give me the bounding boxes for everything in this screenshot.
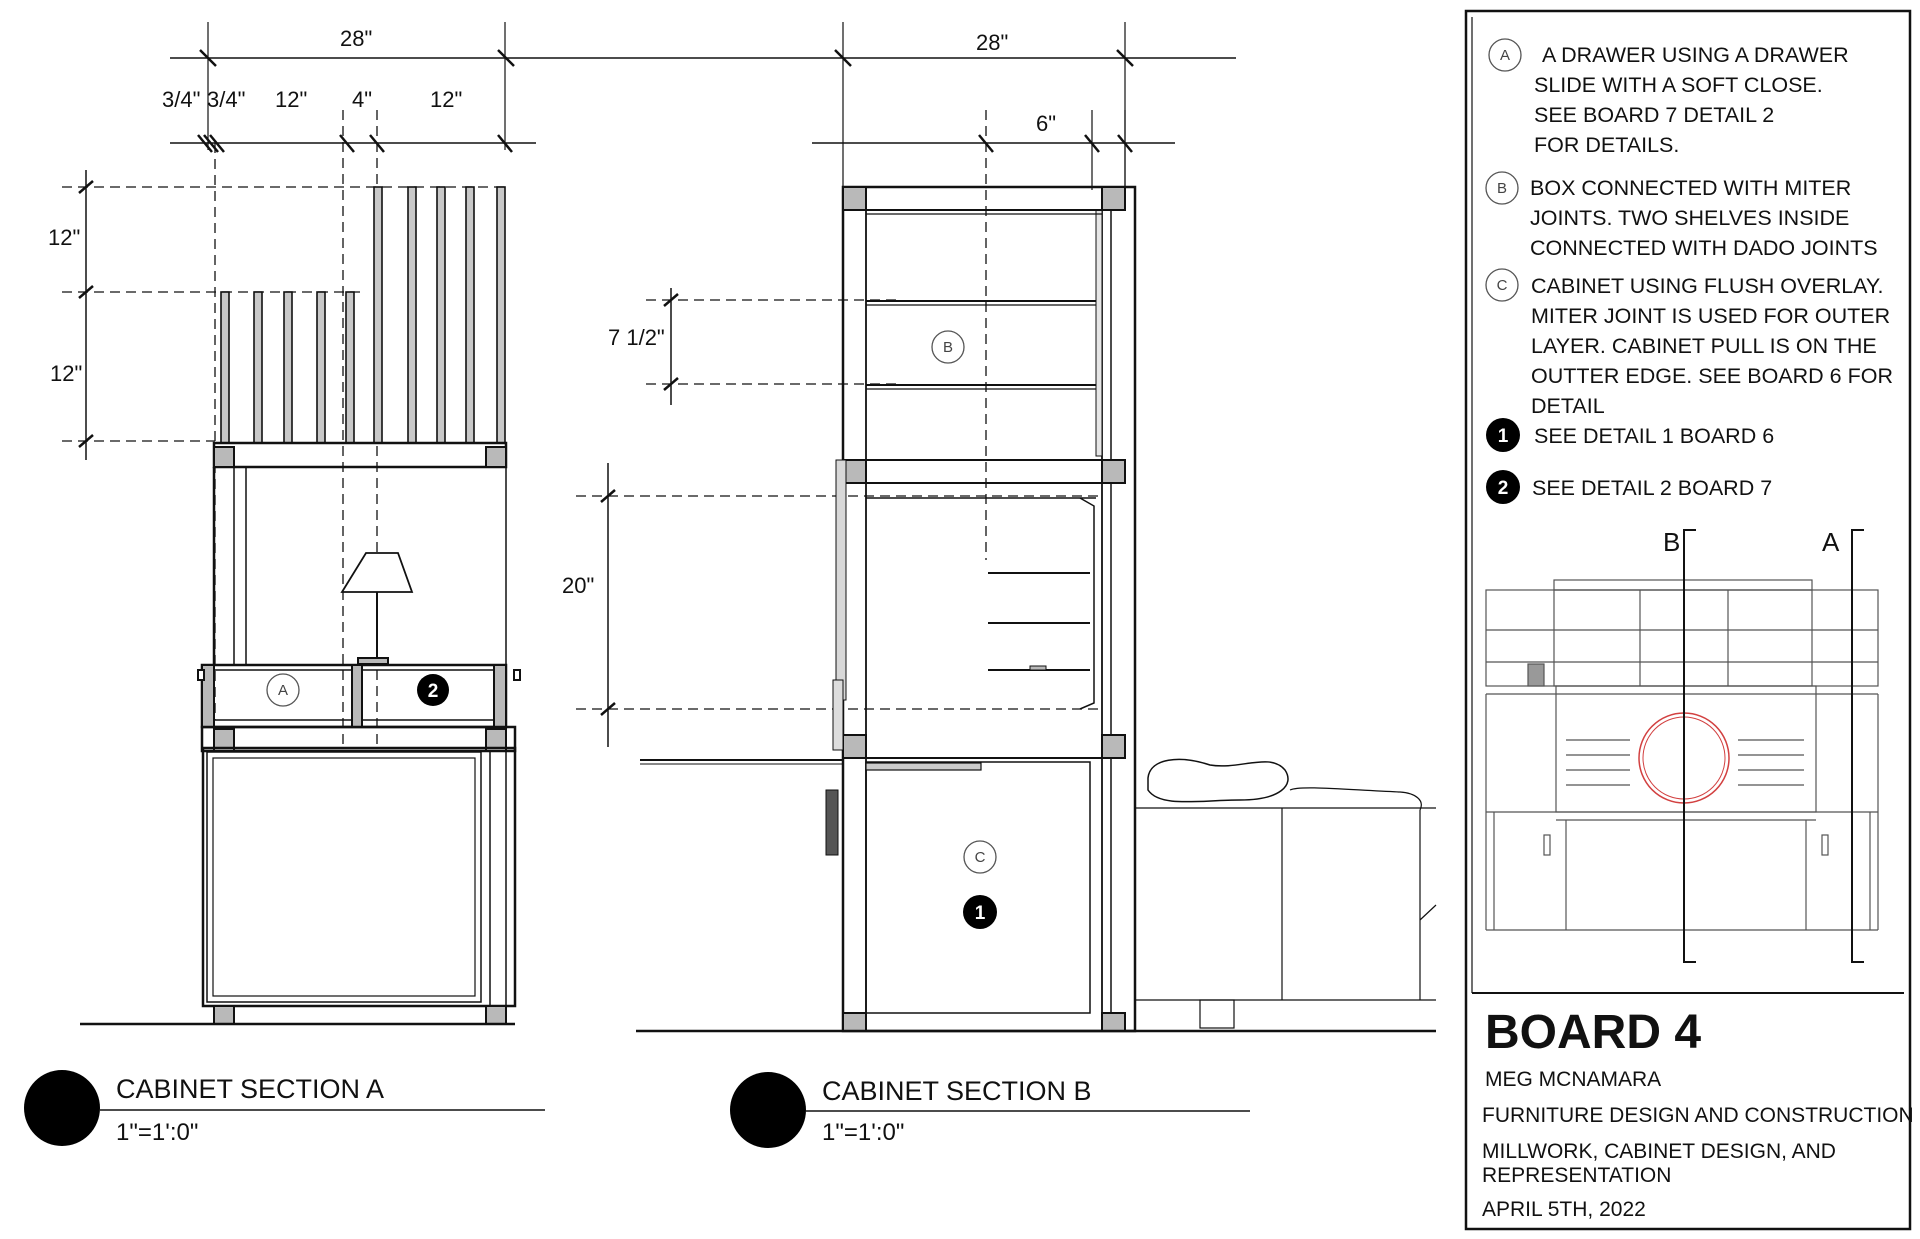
dim-b-d1: 6" bbox=[1036, 111, 1056, 136]
svg-text:BOX CONNECTED WITH MITER: BOX CONNECTED WITH MITER bbox=[1530, 176, 1851, 200]
title-block: BOARD 4 MEG MCNAMARA FURNITURE DESIGN AN… bbox=[1482, 1006, 1914, 1221]
dim-a-v2: 12" bbox=[50, 361, 82, 386]
dim-a-overall: 28" bbox=[340, 26, 372, 51]
course-name: FURNITURE DESIGN AND CONSTRUCTION bbox=[1482, 1104, 1914, 1127]
svg-text:A: A bbox=[1500, 47, 1510, 64]
svg-text:JOINTS. TWO SHELVES INSIDE: JOINTS. TWO SHELVES INSIDE bbox=[1530, 206, 1849, 230]
section-cut-a: A bbox=[1822, 527, 1864, 963]
section-a-dimensions: 28" 3/4" 3/4" 12" 4" 12" 12" 12" bbox=[48, 26, 462, 386]
svg-text:OUTTER EDGE. SEE BOARD 6 FOR: OUTTER EDGE. SEE BOARD 6 FOR bbox=[1531, 364, 1893, 388]
cabinet-section-a bbox=[62, 22, 1236, 1026]
detail-2-marker: 2 bbox=[417, 674, 449, 706]
cabinet-section-b bbox=[576, 22, 1437, 1033]
svg-text:B: B bbox=[1663, 527, 1680, 557]
svg-text:A: A bbox=[1822, 527, 1840, 557]
svg-text:A DRAWER USING A DRAWER: A DRAWER USING A DRAWER bbox=[1542, 43, 1849, 67]
section-b-scale: 1"=1':0" bbox=[822, 1119, 904, 1146]
note-detail-1: 1 SEE DETAIL 1 BOARD 6 bbox=[1486, 418, 1774, 452]
svg-text:A: A bbox=[278, 682, 288, 699]
dim-b-overall: 28" bbox=[976, 30, 1008, 55]
notes-panel: A A DRAWER USING A DRAWER SLIDE WITH A S… bbox=[1464, 9, 1914, 1231]
author-name: MEG MCNAMARA bbox=[1485, 1068, 1661, 1091]
svg-text:DETAIL: DETAIL bbox=[1531, 394, 1605, 418]
detail-1-marker: 1 bbox=[963, 895, 997, 929]
svg-text:CABINET USING FLUSH OVERLAY.: CABINET USING FLUSH OVERLAY. bbox=[1531, 274, 1883, 298]
dim-a-d4: 4" bbox=[352, 87, 372, 112]
tag-b: B bbox=[931, 330, 965, 364]
tag-c: C bbox=[963, 840, 997, 874]
dim-b-v1: 7 1/2" bbox=[608, 325, 665, 350]
dim-a-d2: 3/4" bbox=[207, 87, 245, 112]
svg-text:2: 2 bbox=[428, 681, 439, 702]
section-b-dimensions: 28" 6" 7 1/2" 20" bbox=[562, 30, 1056, 598]
section-a-bubble bbox=[24, 1070, 100, 1146]
section-a-title-block: CABINET SECTION A 1"=1':0" bbox=[24, 1070, 545, 1146]
dim-a-d5: 12" bbox=[430, 87, 462, 112]
svg-text:FOR DETAILS.: FOR DETAILS. bbox=[1534, 133, 1679, 157]
svg-text:SEE DETAIL 2 BOARD 7: SEE DETAIL 2 BOARD 7 bbox=[1532, 476, 1772, 500]
subject-line-1: MILLWORK, CABINET DESIGN, AND bbox=[1482, 1140, 1836, 1163]
svg-text:SLIDE WITH A SOFT CLOSE.: SLIDE WITH A SOFT CLOSE. bbox=[1534, 73, 1823, 97]
svg-text:MITER JOINT IS USED FOR OUTER: MITER JOINT IS USED FOR OUTER bbox=[1531, 304, 1890, 328]
dim-a-v1: 12" bbox=[48, 225, 80, 250]
note-detail-2: 2 SEE DETAIL 2 BOARD 7 bbox=[1486, 470, 1772, 504]
svg-text:CONNECTED WITH DADO JOINTS: CONNECTED WITH DADO JOINTS bbox=[1530, 236, 1878, 260]
key-plan-elevation bbox=[1485, 579, 1879, 931]
svg-text:2: 2 bbox=[1498, 478, 1509, 499]
date: APRIL 5TH, 2022 bbox=[1482, 1198, 1646, 1221]
tag-a: A bbox=[266, 673, 300, 707]
svg-text:LAYER. CABINET PULL IS ON THE: LAYER. CABINET PULL IS ON THE bbox=[1531, 334, 1877, 358]
section-a-title: CABINET SECTION A bbox=[116, 1074, 384, 1104]
section-b-bubble bbox=[730, 1072, 806, 1148]
svg-text:B: B bbox=[943, 339, 953, 356]
section-b-title-block: CABINET SECTION B 1"=1':0" bbox=[730, 1072, 1250, 1148]
svg-text:SEE BOARD 7 DETAIL 2: SEE BOARD 7 DETAIL 2 bbox=[1534, 103, 1774, 127]
svg-text:C: C bbox=[1497, 277, 1508, 294]
section-b-title: CABINET SECTION B bbox=[822, 1076, 1092, 1106]
section-a-scale: 1"=1':0" bbox=[116, 1119, 198, 1146]
section-cut-b: B bbox=[1663, 527, 1696, 963]
note-b: B BOX CONNECTED WITH MITER JOINTS. TWO S… bbox=[1485, 171, 1878, 260]
svg-text:SEE DETAIL 1 BOARD 6: SEE DETAIL 1 BOARD 6 bbox=[1534, 424, 1774, 448]
dim-b-v2: 20" bbox=[562, 573, 594, 598]
note-c: C CABINET USING FLUSH OVERLAY. MITER JOI… bbox=[1485, 268, 1893, 418]
svg-text:1: 1 bbox=[1498, 426, 1509, 447]
svg-text:C: C bbox=[975, 849, 986, 866]
svg-text:1: 1 bbox=[975, 903, 986, 924]
dim-a-d3: 12" bbox=[275, 87, 307, 112]
board-number: BOARD 4 bbox=[1485, 1006, 1701, 1059]
subject-line-2: REPRESENTATION bbox=[1482, 1164, 1671, 1187]
svg-text:B: B bbox=[1497, 180, 1507, 197]
note-a: A A DRAWER USING A DRAWER SLIDE WITH A S… bbox=[1488, 38, 1849, 157]
dim-a-d1: 3/4" bbox=[162, 87, 200, 112]
